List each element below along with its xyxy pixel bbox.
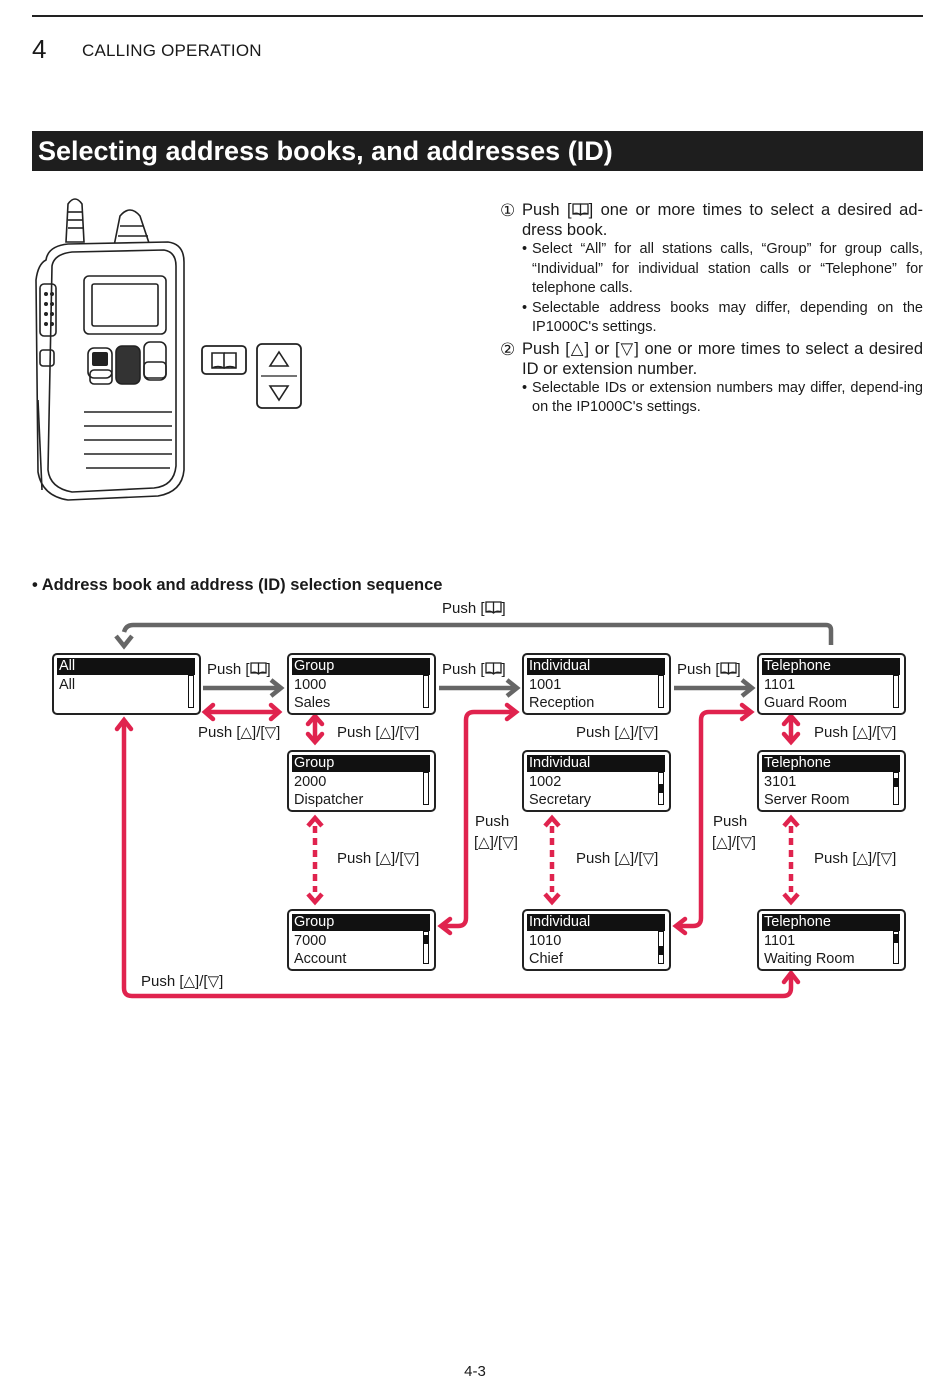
screen-book: Group (292, 914, 430, 931)
scrollbar (423, 675, 429, 708)
screen-id: 1010 (529, 933, 562, 949)
screen-individual-1010: Individual 1010 Chief (522, 909, 671, 971)
address-book-icon (719, 662, 737, 675)
scrollbar (893, 772, 899, 805)
screen-book: Telephone (762, 914, 900, 931)
screen-group-2000: Group 2000 Dispatcher (287, 750, 436, 812)
chapter-title: CALLING OPERATION (82, 41, 262, 60)
screen-id: 3101 (764, 774, 797, 790)
updown-label: [△]/[▽] (712, 834, 756, 851)
scrollbar (658, 675, 664, 708)
screen-name: Sales (294, 695, 331, 711)
push-book-label: Push [] (207, 661, 271, 678)
section-banner: Selecting address books, and addresses (… (32, 131, 923, 171)
screen-name: Reception (529, 695, 595, 711)
screen-book: Telephone (762, 755, 900, 772)
step-number: ① (500, 201, 516, 220)
address-book-icon (484, 662, 502, 675)
push-updown-label: Push [△]/[▽] (198, 724, 281, 741)
screen-id: 1101 (764, 933, 796, 949)
screen-individual-1001: Individual 1001 Reception (522, 653, 671, 715)
up-triangle-icon (268, 350, 290, 367)
screen-book: Individual (527, 755, 665, 772)
screen-telephone-1101-waiting: Telephone 1101 Waiting Room (757, 909, 906, 971)
screen-book: Group (292, 755, 430, 772)
scrollbar (423, 772, 429, 805)
screen-telephone-1101: Telephone 1101 Guard Room (757, 653, 906, 715)
scrollbar (893, 931, 899, 964)
screen-group-7000: Group 7000 Account (287, 909, 436, 971)
push-updown-label: Push [△]/[▽] (576, 724, 659, 741)
step-2-bullet: Selectable IDs or extension numbers may … (500, 379, 923, 418)
step-2: ② Push [△] or [▽] one or more times to s… (500, 339, 923, 379)
step-1-bullet: Select “All” for all stations calls, “Gr… (500, 240, 923, 299)
push-updown-label: Push [△]/[▽] (141, 973, 224, 990)
step-text-cont: ] one or more times to select a desired … (522, 201, 923, 239)
scrollbar (658, 931, 664, 964)
scrollbar (423, 931, 429, 964)
sequence-subheading: • Address book and address (ID) selectio… (32, 576, 443, 594)
screen-individual-1002: Individual 1002 Secretary (522, 750, 671, 812)
screen-name: Secretary (529, 792, 592, 808)
screen-id: 1001 (529, 677, 562, 693)
screen-name: Guard Room (764, 695, 848, 711)
step-text: Push [△] or [▽] one or more times to sel… (522, 339, 923, 378)
address-book-icon (211, 352, 237, 369)
chapter-number: 4 (32, 34, 47, 64)
address-book-icon (484, 601, 502, 614)
push-book-label: Push [] (677, 661, 741, 678)
push-updown-label: Push [△]/[▽] (337, 724, 420, 741)
push-book-label: Push [] (442, 600, 506, 617)
screen-id: 2000 (294, 774, 327, 790)
scrollbar (658, 772, 664, 805)
step-1-bullet: Selectable address books may differ, dep… (500, 299, 923, 338)
transceiver-illustration (35, 198, 185, 501)
key-icons (201, 343, 302, 409)
screen-book: Telephone (762, 658, 900, 675)
screen-name: Account (294, 951, 347, 967)
screen-name: Server Room (764, 792, 850, 808)
push-updown-label: Push [△]/[▽] (814, 850, 897, 867)
screen-book: Individual (527, 914, 665, 931)
push-updown-label: Push [△]/[▽] (576, 850, 659, 867)
header-rule (32, 15, 923, 17)
step-text: Push [ (522, 201, 572, 219)
screen-group-1000: Group 1000 Sales (287, 653, 436, 715)
screen-book: All (57, 658, 195, 675)
screen-all: All All (52, 653, 201, 715)
push-book-label: Push [] (442, 661, 506, 678)
address-book-icon (571, 203, 589, 216)
scrollbar (188, 675, 194, 708)
instruction-steps: ① Push [] one or more times to select a … (500, 200, 923, 418)
screen-id: 1000 (294, 677, 327, 693)
screen-book: Individual (527, 658, 665, 675)
push-label: Push (475, 813, 510, 830)
screen-id: 1101 (764, 677, 796, 693)
updown-label: [△]/[▽] (474, 834, 518, 851)
screen-name: Waiting Room (764, 951, 855, 967)
screen-id: 1002 (529, 774, 562, 790)
screen-name: Dispatcher (294, 792, 364, 808)
step-number: ② (500, 339, 516, 359)
section-title: Selecting address books, and addresses (… (38, 136, 613, 166)
push-label: Push (713, 813, 748, 830)
screen-name: Chief (529, 951, 563, 967)
scrollbar (893, 675, 899, 708)
screen-id: 7000 (294, 933, 327, 949)
page-number: 4-3 (464, 1363, 486, 1380)
step-1: ① Push [] one or more times to select a … (500, 200, 923, 240)
screen-telephone-3101: Telephone 3101 Server Room (757, 750, 906, 812)
down-triangle-icon (268, 385, 290, 402)
sequence-arrows (114, 622, 834, 999)
screen-book: Group (292, 658, 430, 675)
screen-id: All (59, 677, 76, 693)
address-book-icon (249, 662, 267, 675)
push-updown-label: Push [△]/[▽] (337, 850, 420, 867)
push-updown-label: Push [△]/[▽] (814, 724, 897, 741)
